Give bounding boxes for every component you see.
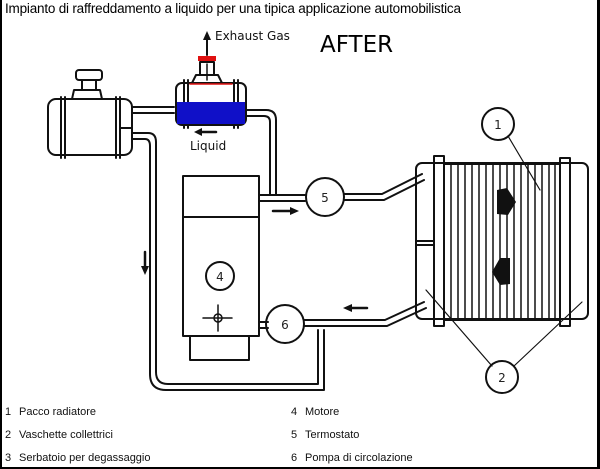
legend-label: Termostato [305, 429, 360, 441]
left-expansion-tank [47, 69, 133, 159]
callout-label-6: 6 [281, 318, 289, 332]
leader-line-1 [507, 135, 541, 191]
callout-circle-2 [485, 360, 519, 394]
legend-number: 1 [5, 406, 12, 418]
callout-circle-1 [481, 107, 515, 141]
pipe-left-return [131, 132, 325, 391]
legend-label: Pompa di circolazione [305, 452, 413, 464]
pipe-tank-to-degas [131, 106, 175, 114]
callout-label-4: 4 [216, 270, 224, 284]
exhaust-gas-label: Exhaust Gas [215, 29, 290, 43]
callout-circle-4 [205, 261, 235, 291]
callout-label-5: 5 [321, 191, 329, 205]
state-label: AFTER [320, 32, 394, 58]
legend-number: 2 [5, 429, 12, 441]
legend-number: 4 [291, 406, 298, 418]
radiator [415, 155, 589, 327]
callout-circle-6 [265, 304, 305, 344]
cooling-system-diagram: 1 2 4 5 6 [47, 31, 589, 394]
pipe-thermostat-to-radiator [343, 173, 425, 201]
legend-item: 1 Pacco radiatore [5, 406, 96, 418]
legend-label: Pacco radiatore [19, 406, 97, 418]
cap-highlight [198, 56, 216, 61]
flow-arrow-down-icon [141, 250, 149, 275]
pipe-degas-to-engine [245, 109, 277, 196]
legend-item: 2 Vaschette collettrici [5, 429, 113, 441]
legend-item: 6 Pompa di circolazione [291, 452, 413, 464]
diagram-title: Impianto di raffreddamento a liquido per… [5, 1, 461, 16]
exhaust-arrow-icon [203, 31, 211, 56]
leader-line-2b [513, 301, 583, 367]
legend-item: 5 Termostato [291, 429, 359, 441]
legend-number: 6 [291, 452, 298, 464]
liquid-label: Liquid [190, 139, 227, 153]
legend-item: 4 Motore [291, 406, 339, 418]
flow-arrow-left-icon [343, 304, 369, 312]
liquid-arrow-icon [194, 128, 218, 136]
legend-item: 3 Serbatoio per degassaggio [5, 452, 150, 464]
callout-label-1: 1 [494, 118, 502, 132]
legend-number: 3 [5, 452, 12, 464]
legend-label: Serbatoio per degassaggio [19, 452, 151, 464]
leader-line-2a [425, 289, 493, 367]
airflow-arrow-right-icon [497, 188, 516, 215]
callout-label-2: 2 [498, 371, 506, 385]
legend-number: 5 [291, 429, 298, 441]
liquid-level [177, 102, 245, 124]
legend-label: Vaschette collettrici [19, 429, 113, 441]
pipe-radiator-to-pump [303, 301, 427, 327]
legend-label: Motore [305, 406, 340, 418]
engine-block [182, 175, 260, 361]
flow-arrow-right-icon [271, 207, 299, 215]
pipe-engine-to-thermostat [258, 194, 306, 202]
airflow-arrow-left-icon [492, 258, 510, 285]
callout-circle-5 [305, 177, 345, 217]
